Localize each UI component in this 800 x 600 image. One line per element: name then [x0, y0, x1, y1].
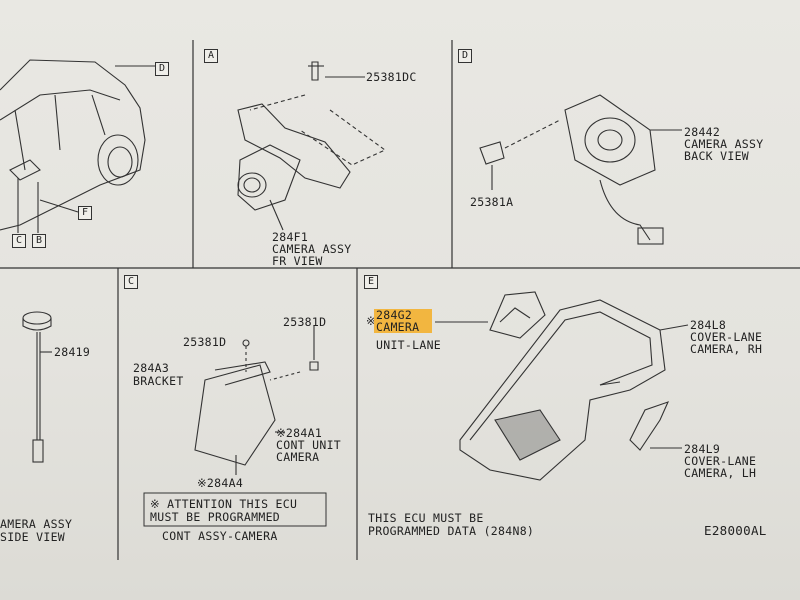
- control-unit-drawing: [143, 325, 327, 527]
- back-camera-drawing: [479, 94, 682, 245]
- side-camera-name: AMERA ASSY: [0, 517, 73, 531]
- part-number-25381dc: 25381DC: [366, 70, 417, 84]
- side-camera-view: SIDE VIEW: [0, 530, 66, 544]
- part-number-25381a: 25381A: [470, 195, 514, 209]
- part-name-284g2: CAMERA: [376, 320, 420, 334]
- highlight-284g2: [374, 309, 432, 333]
- panel-tag-a: A: [204, 49, 218, 63]
- vehicle-illustration: [0, 59, 155, 233]
- panel-tag-c-ref: C: [12, 234, 26, 248]
- side-camera-drawing: [22, 311, 52, 463]
- part-number-284g2: 284G2: [376, 308, 413, 322]
- panel-tag-f-ref: F: [78, 206, 92, 220]
- front-camera-drawing: [237, 61, 387, 231]
- panel-tag-e: E: [364, 275, 378, 289]
- part-view-28442: BACK VIEW: [684, 149, 750, 163]
- attention-note-line1: ※ ATTENTION THIS ECU: [150, 497, 298, 511]
- part-name-284a3: BRACKET: [133, 374, 184, 388]
- asterisk-284g2: ※: [366, 314, 376, 328]
- part-number-284f1: 284F1: [272, 230, 309, 244]
- part-name-284l9: COVER-LANE: [684, 454, 757, 468]
- ecu-note-line1: THIS ECU MUST BE: [368, 511, 484, 525]
- part-name-284f1: CAMERA ASSY: [272, 242, 352, 256]
- cont-assy-caption: CONT ASSY-CAMERA: [162, 529, 278, 543]
- part-name-284l8: COVER-LANE: [690, 330, 763, 344]
- panel-tag-d-ref: D: [155, 62, 169, 76]
- part-number-28419: 28419: [54, 345, 91, 359]
- part-number-284a4: ※284A4: [197, 476, 244, 490]
- part-number-284a1: ※284A1: [276, 426, 323, 440]
- part-desc-284l8: CAMERA, RH: [690, 342, 763, 356]
- panel-tag-b-ref: B: [32, 234, 46, 248]
- part-number-25381d-left: 25381D: [183, 335, 227, 349]
- part-desc-284a1: CAMERA: [276, 450, 320, 464]
- part-view-284f1: FR VIEW: [272, 254, 323, 268]
- part-desc-284l9: CAMERA, LH: [684, 466, 757, 480]
- part-number-28442: 28442: [684, 125, 721, 139]
- part-number-284l8: 284L8: [690, 318, 727, 332]
- part-number-284a3: 284A3: [133, 361, 170, 375]
- part-number-284l9: 284L9: [684, 442, 721, 456]
- part-name-28442: CAMERA ASSY: [684, 137, 764, 151]
- panel-tag-c: C: [124, 275, 138, 289]
- ecu-note-line2: PROGRAMMED DATA (284N8): [368, 524, 535, 538]
- attention-note-line2: MUST BE PROGRAMMED: [150, 510, 281, 524]
- lane-camera-drawing: [435, 291, 689, 481]
- drawing-number: E28000AL: [704, 523, 767, 538]
- part-number-25381d-right: 25381D: [283, 315, 327, 329]
- part-name-284a1: CONT UNIT: [276, 438, 342, 452]
- part-desc-284g2: UNIT-LANE: [376, 338, 442, 352]
- panel-tag-d: D: [458, 49, 472, 63]
